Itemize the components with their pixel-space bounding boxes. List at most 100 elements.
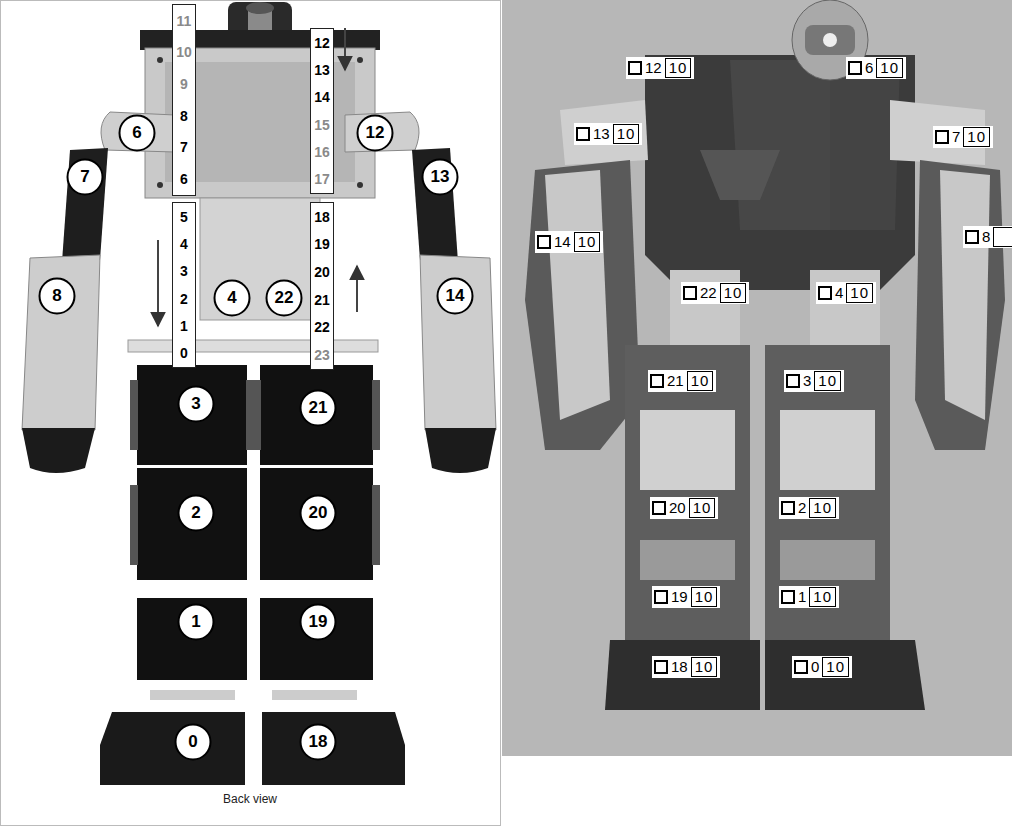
robot-photo — [525, 160, 640, 450]
servo-circle: 20 — [299, 494, 337, 532]
robot-photo — [940, 170, 990, 420]
channel-number: 9 — [180, 76, 188, 92]
checkbox — [654, 590, 668, 604]
robot-photo — [700, 150, 780, 200]
circle-outline — [267, 281, 302, 316]
channel-number: 16 — [314, 144, 330, 160]
value-box: 10 — [691, 657, 718, 677]
id-strip: 181920212223 — [310, 202, 334, 370]
servo-number: 12 — [366, 123, 385, 143]
servo-label: 710 — [933, 126, 993, 148]
robot-back-view — [262, 712, 405, 785]
servo-number: 2 — [191, 503, 200, 523]
circle-outline — [120, 116, 155, 151]
checkbox — [848, 61, 862, 75]
robot-back-view — [260, 365, 373, 465]
value-box: 10 — [689, 498, 716, 518]
robot-photo — [605, 640, 760, 710]
servo-label: 1910 — [652, 586, 720, 608]
circle-outline — [301, 391, 336, 426]
robot-photo — [625, 345, 750, 640]
robot-photo — [805, 25, 855, 55]
channel-number: 20 — [314, 264, 330, 280]
panel-frame — [502, 0, 1012, 756]
value-box: 10 — [574, 232, 601, 252]
robot-back-view — [157, 182, 163, 188]
checkbox — [781, 501, 795, 515]
robot-back-view — [130, 485, 138, 565]
servo-number: 4 — [227, 288, 236, 308]
circle-outline — [215, 281, 250, 316]
robot-photo — [730, 60, 830, 230]
servo-number: 3 — [191, 394, 200, 414]
servo-number: 22 — [275, 288, 294, 308]
servo-number: 18 — [671, 658, 688, 676]
channel-number: 4 — [180, 236, 188, 252]
robot-photo — [645, 55, 915, 290]
robot-back-view — [128, 340, 378, 352]
robot-back-view — [412, 148, 458, 262]
servo-circle: 1 — [177, 603, 215, 641]
robot-back-view — [150, 690, 235, 700]
servo-circle: 19 — [299, 603, 337, 641]
value-box: 10 — [814, 371, 841, 391]
servo-circle: 22 — [265, 279, 303, 317]
servo-label: 110 — [779, 586, 839, 608]
servo-number: 19 — [309, 612, 328, 632]
circle-outline — [301, 496, 336, 531]
checkbox — [818, 286, 832, 300]
servo-number: 8 — [982, 228, 990, 246]
robot-photo — [810, 270, 880, 345]
checkbox — [781, 590, 795, 604]
channel-number: 13 — [314, 62, 330, 78]
robot-back-view — [62, 148, 108, 262]
servo-circle: 0 — [174, 723, 212, 761]
servo-number: 12 — [645, 59, 662, 77]
robot-photo — [765, 640, 925, 710]
circle-outline — [423, 160, 458, 195]
robot-photo — [560, 100, 648, 165]
channel-number: 17 — [314, 171, 330, 187]
servo-number: 21 — [667, 372, 684, 390]
servo-number: 7 — [952, 128, 960, 146]
channel-number: 11 — [177, 13, 192, 29]
id-strip: 543210 — [172, 202, 196, 368]
robot-back-view — [137, 598, 247, 680]
servo-label: 2210 — [681, 282, 749, 304]
value-box: 10 — [720, 283, 747, 303]
channel-number: 21 — [314, 292, 330, 308]
robot-back-view — [22, 428, 95, 473]
value-box: 10 — [809, 498, 836, 518]
robot-back-view — [137, 468, 247, 580]
value-box: 10 — [876, 58, 903, 78]
checkbox — [628, 61, 642, 75]
robot-photo — [915, 160, 1005, 450]
servo-number: 1 — [798, 588, 806, 606]
robot-back-view — [246, 380, 254, 450]
channel-number: 8 — [180, 108, 188, 124]
servo-label: 8 — [963, 226, 1012, 248]
robot-back-view — [425, 428, 496, 473]
direction-arrow — [157, 240, 159, 326]
servo-circle: 7 — [66, 158, 104, 196]
robot-back-view — [100, 712, 245, 785]
robot-back-view — [101, 112, 175, 152]
channel-number: 12 — [314, 35, 330, 51]
servo-circle: 6 — [118, 114, 156, 152]
robot-photo — [780, 410, 875, 490]
circle-outline — [179, 605, 214, 640]
servo-number: 2 — [798, 499, 806, 517]
channel-number: 14 — [314, 89, 330, 105]
robot-photo — [765, 345, 890, 640]
channel-number: 22 — [314, 319, 330, 335]
robot-photo — [640, 410, 735, 490]
servo-label: 1310 — [574, 123, 642, 145]
robot-photo — [525, 0, 1005, 710]
value-box: 10 — [963, 127, 990, 147]
robot-back-view — [420, 255, 496, 430]
servo-circle: 18 — [299, 723, 337, 761]
servo-label: 210 — [779, 497, 839, 519]
servo-number: 18 — [309, 732, 328, 752]
value-box: 10 — [691, 587, 718, 607]
checkbox — [652, 501, 666, 515]
